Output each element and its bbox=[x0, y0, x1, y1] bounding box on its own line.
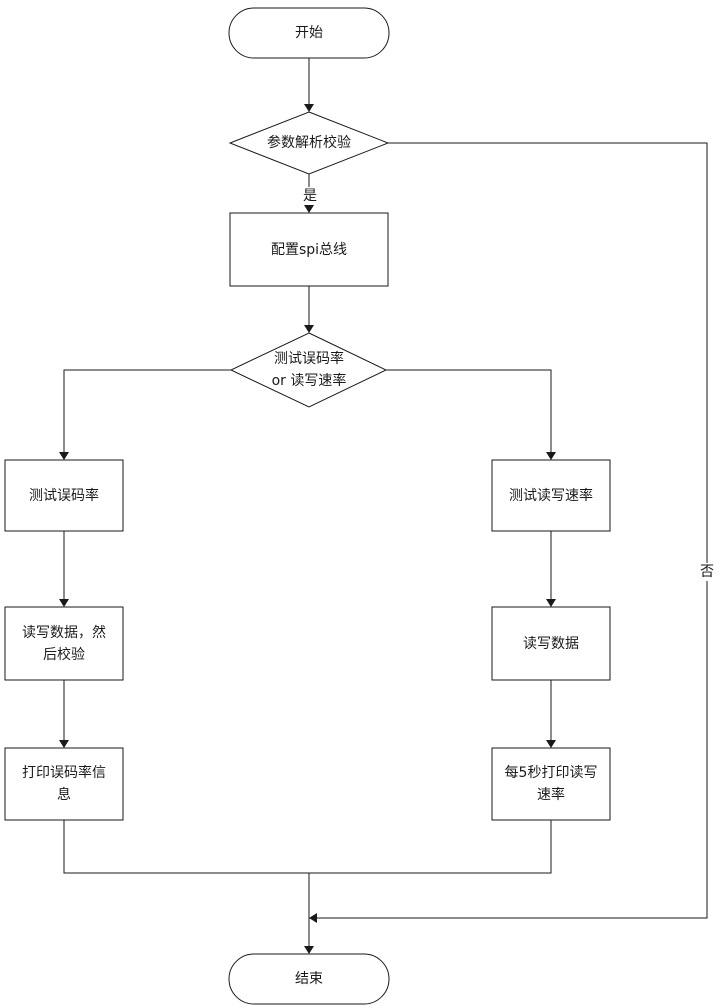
end-terminal bbox=[228, 953, 390, 1005]
print-speed-process bbox=[491, 747, 611, 821]
yes-edge-label: 是 bbox=[302, 187, 318, 205]
connector-rw-verify-print-ber bbox=[59, 680, 69, 748]
test-speed-process bbox=[491, 459, 611, 532]
connector-merge-end bbox=[63, 820, 552, 954]
connector-test-speed-rw-data bbox=[546, 531, 556, 607]
test-ber-process bbox=[4, 459, 124, 532]
rw-verify-process bbox=[4, 606, 124, 681]
connector-config-choose bbox=[304, 286, 314, 333]
connector-rw-data-print-speed bbox=[546, 680, 556, 748]
no-edge-label: 否 bbox=[699, 563, 715, 581]
connector-choose-test-speed bbox=[386, 369, 556, 460]
connector-test-ber-rw-verify bbox=[59, 531, 69, 607]
print-ber-process bbox=[4, 747, 124, 821]
connector-validate-no-end bbox=[309, 142, 708, 923]
validate-decision bbox=[228, 111, 390, 175]
config-spi-process bbox=[229, 212, 389, 287]
start-terminal bbox=[228, 7, 390, 59]
connector-choose-test-ber bbox=[59, 369, 231, 460]
rw-data-process bbox=[491, 606, 611, 681]
connector-start-validate bbox=[304, 58, 314, 112]
choose-decision bbox=[229, 332, 388, 408]
